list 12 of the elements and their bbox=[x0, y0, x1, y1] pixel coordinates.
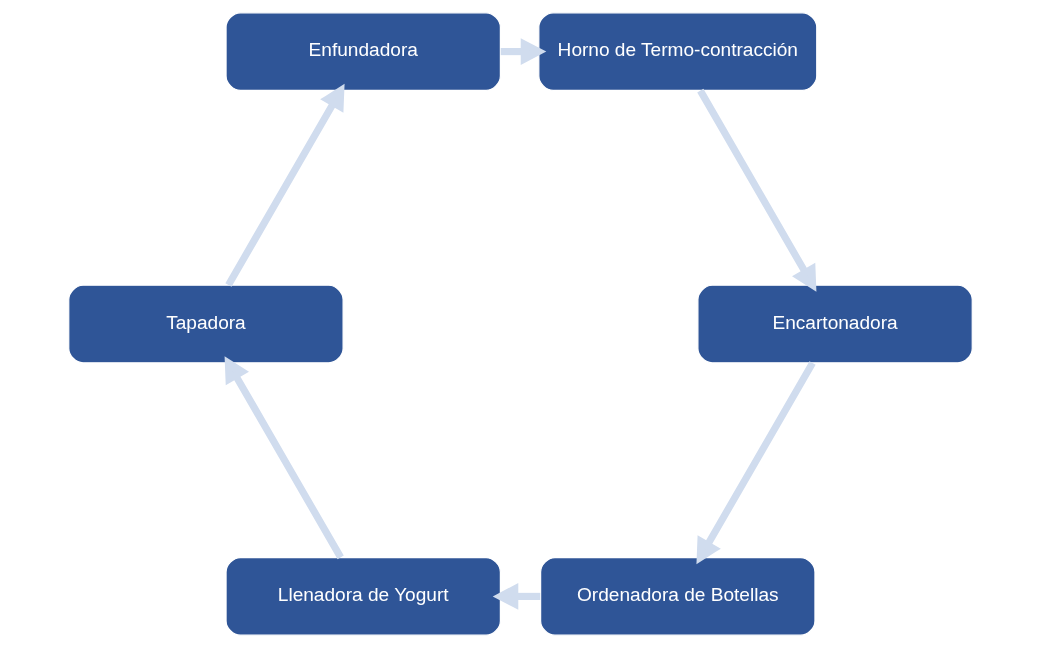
arrow bbox=[500, 38, 547, 65]
arrow bbox=[492, 583, 541, 610]
node-box: Tapadora bbox=[68, 284, 344, 364]
node-box: Horno de Termo-contracción bbox=[538, 12, 818, 91]
node-box: Llenadora de Yogurt bbox=[225, 557, 501, 636]
arrow bbox=[696, 361, 816, 565]
arrow bbox=[225, 83, 345, 287]
arrow bbox=[697, 88, 817, 292]
node-box: Enfundadora bbox=[225, 12, 501, 91]
node-box: Encartonadora bbox=[697, 284, 973, 364]
node-box: Ordenadora de Botellas bbox=[540, 557, 816, 636]
arrow bbox=[224, 356, 344, 560]
